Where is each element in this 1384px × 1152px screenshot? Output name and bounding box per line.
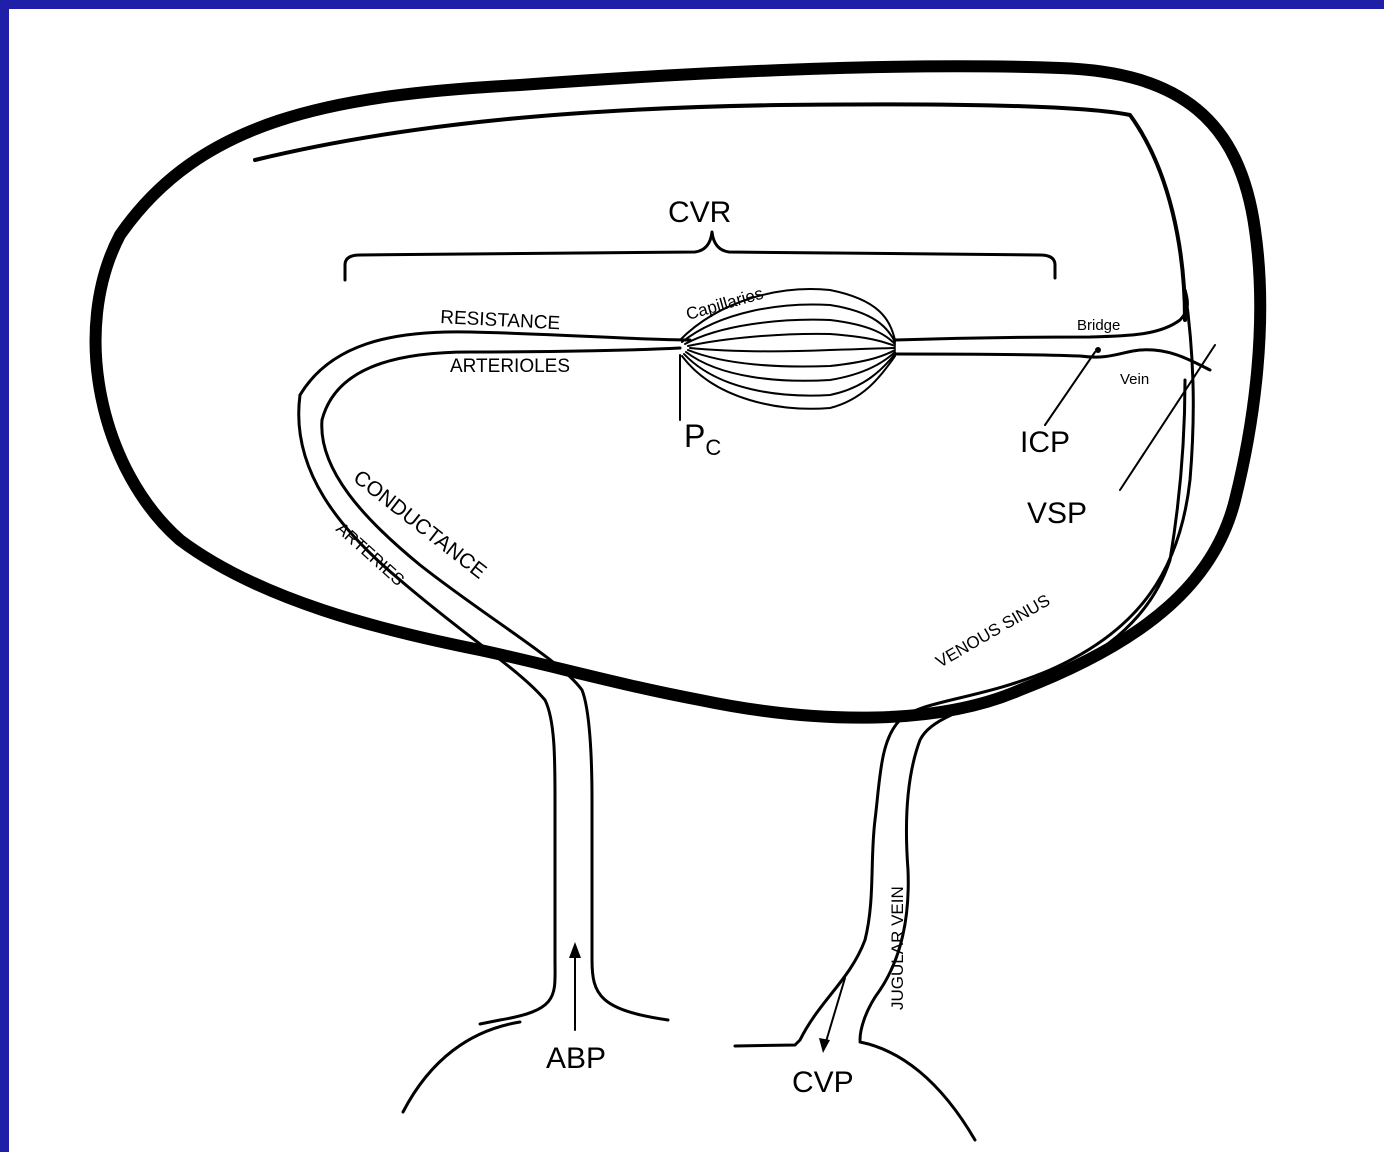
vein-label: Vein xyxy=(1120,371,1149,388)
artery-inner-wall xyxy=(322,420,668,1020)
venous-sinus-label: VENOUS SINUS xyxy=(933,591,1054,672)
venule-lower-wall xyxy=(895,350,1210,370)
bridge-label: Bridge xyxy=(1077,317,1120,334)
cvp-arrow-head xyxy=(819,1038,830,1053)
abp-label: ABP xyxy=(546,1042,606,1075)
icp-point xyxy=(1095,347,1101,353)
capillaries-label: Capillaries xyxy=(684,284,766,324)
vsp-pointer xyxy=(1120,345,1215,490)
diagram-canvas: CVR Capillaries RESISTANCE ARTERIOLES Br… xyxy=(9,9,1384,1152)
venule-upper-wall xyxy=(895,290,1187,340)
artery-outer-wall xyxy=(299,395,555,1024)
resistance-label: RESISTANCE xyxy=(440,307,561,334)
cvp-label: CVP xyxy=(792,1066,854,1099)
left-chest-curve xyxy=(403,1022,520,1112)
abp-arrow-head xyxy=(569,942,581,958)
pc-label: PC xyxy=(684,418,721,460)
cvr-bracket xyxy=(345,232,1055,280)
icp-label: ICP xyxy=(1020,426,1070,459)
cvr-label: CVR xyxy=(668,196,731,229)
arteries-label: ARTERIES xyxy=(332,519,408,590)
jugular-vein-label: JUGULAR VEIN xyxy=(888,886,907,1010)
icp-pointer xyxy=(1045,352,1095,425)
cerebral-circulation-diagram: CVR Capillaries RESISTANCE ARTERIOLES Br… xyxy=(9,9,1384,1152)
right-chest-curve xyxy=(860,1042,975,1140)
sinus-outer-wall xyxy=(735,290,1193,1046)
skull-outline xyxy=(96,66,1261,717)
arterioles-label: ARTERIOLES xyxy=(450,356,570,377)
vsp-label: VSP xyxy=(1027,497,1087,530)
